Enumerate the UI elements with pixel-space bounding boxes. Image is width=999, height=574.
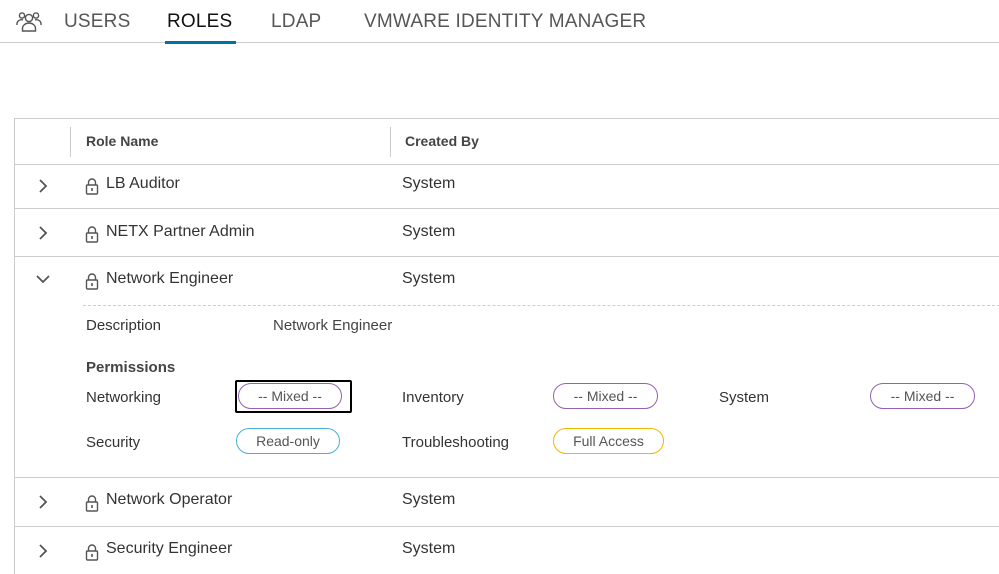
tab-users[interactable]: USERS xyxy=(64,11,131,32)
created-by: System xyxy=(402,223,456,240)
lock-icon xyxy=(85,495,99,512)
permission-label-system: System xyxy=(719,389,770,406)
role-name: LB Auditor xyxy=(106,175,180,192)
lock-icon xyxy=(85,273,99,290)
permission-label-security: Security xyxy=(86,434,141,451)
lock-icon xyxy=(85,544,99,561)
created-by: System xyxy=(402,175,456,192)
chevron-right-icon[interactable] xyxy=(35,543,51,559)
permission-badge-system[interactable]: -- Mixed -- xyxy=(870,383,975,409)
chevron-right-icon[interactable] xyxy=(35,178,51,194)
permission-label-inventory: Inventory xyxy=(402,389,464,406)
permission-badge-networking[interactable]: -- Mixed -- xyxy=(238,383,342,409)
column-separator xyxy=(70,127,71,157)
created-by: System xyxy=(402,270,456,287)
roles-grid: Role Name Created By LB Auditor System N… xyxy=(14,118,999,574)
focus-outline xyxy=(235,380,352,413)
tab-ldap[interactable]: LDAP xyxy=(271,11,322,32)
role-name: Security Engineer xyxy=(106,540,233,557)
permission-badge-inventory[interactable]: -- Mixed -- xyxy=(553,383,658,409)
description-label: Description xyxy=(86,317,162,334)
column-resize-handle[interactable] xyxy=(390,127,391,157)
table-row[interactable]: Security Engineer System xyxy=(15,527,999,574)
tab-vmware-identity-manager[interactable]: VMWARE IDENTITY MANAGER xyxy=(364,11,647,32)
detail-divider xyxy=(83,305,999,306)
table-row[interactable]: Network Operator System xyxy=(15,478,999,527)
created-by: System xyxy=(402,491,456,508)
description-value: Network Engineer xyxy=(273,317,393,334)
lock-icon xyxy=(85,226,99,243)
permission-label-networking: Networking xyxy=(86,389,162,406)
tab-bar: USERS ROLES LDAP VMWARE IDENTITY MANAGER xyxy=(0,0,999,44)
permission-badge-troubleshooting[interactable]: Full Access xyxy=(553,428,664,454)
lock-icon xyxy=(85,178,99,195)
table-row-expanded[interactable]: Network Engineer System xyxy=(15,257,999,478)
column-header-role-name[interactable]: Role Name xyxy=(86,133,159,149)
permission-badge-security[interactable]: Read-only xyxy=(236,428,340,454)
role-name: Network Operator xyxy=(106,491,233,508)
permissions-title: Permissions xyxy=(86,359,176,376)
role-name: NETX Partner Admin xyxy=(106,223,255,240)
created-by: System xyxy=(402,540,456,557)
grid-header: Role Name Created By xyxy=(15,119,999,165)
chevron-down-icon[interactable] xyxy=(35,271,51,287)
role-name: Network Engineer xyxy=(106,270,234,287)
tab-roles[interactable]: ROLES xyxy=(164,11,237,44)
chevron-right-icon[interactable] xyxy=(35,494,51,510)
column-header-created-by[interactable]: Created By xyxy=(405,133,479,149)
chevron-right-icon[interactable] xyxy=(35,225,51,241)
table-row[interactable]: LB Auditor System xyxy=(15,165,999,209)
users-group-icon xyxy=(16,12,42,32)
table-row[interactable]: NETX Partner Admin System xyxy=(15,209,999,257)
permission-label-troubleshooting: Troubleshooting xyxy=(402,434,510,451)
